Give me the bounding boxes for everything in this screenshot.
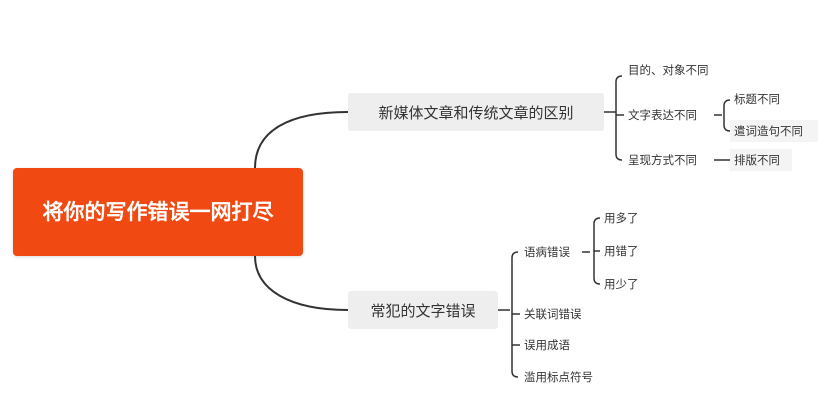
subtopic-label: 关联词错误 <box>524 307 582 321</box>
branch-label: 新媒体文章和传统文章的区别 <box>378 103 574 122</box>
subtopic-node[interactable]: 文字表达不同 <box>624 104 714 126</box>
detail-node[interactable]: 排版不同 <box>730 149 792 171</box>
detail-node[interactable]: 标题不同 <box>730 88 796 110</box>
detail-label: 标题不同 <box>734 92 780 106</box>
detail-node[interactable]: 用少了 <box>600 273 652 295</box>
subtopic-label: 误用成语 <box>524 338 570 352</box>
detail-node[interactable]: 遣词造句不同 <box>730 120 818 142</box>
subtopic-label: 目的、对象不同 <box>628 63 709 77</box>
detail-node[interactable]: 用多了 <box>600 207 652 229</box>
root-node[interactable]: 将你的写作错误一网打尽 <box>13 168 303 256</box>
subtopic-node[interactable]: 呈现方式不同 <box>624 149 714 171</box>
detail-label: 排版不同 <box>734 153 780 167</box>
subtopic-label: 文字表达不同 <box>628 108 697 122</box>
subtopic-label: 语病错误 <box>524 245 570 259</box>
branch-label: 常犯的文字错误 <box>370 301 476 320</box>
subtopic-node[interactable]: 误用成语 <box>520 334 582 356</box>
branch-node-difference[interactable]: 新媒体文章和传统文章的区别 <box>348 93 604 131</box>
connector-b1c2-bracket <box>723 99 731 132</box>
detail-label: 用少了 <box>604 277 639 291</box>
connector-root-branch-1 <box>254 111 349 169</box>
subtopic-label: 滥用标点符号 <box>524 370 593 384</box>
detail-label: 遣词造句不同 <box>734 124 803 138</box>
subtopic-node[interactable]: 目的、对象不同 <box>624 59 724 81</box>
subtopic-label: 呈现方式不同 <box>628 153 697 167</box>
branch-node-common-errors[interactable]: 常犯的文字错误 <box>348 291 498 329</box>
connector-b1-bracket <box>615 75 623 161</box>
detail-label: 用错了 <box>604 244 639 258</box>
detail-label: 用多了 <box>604 211 639 225</box>
subtopic-node[interactable]: 语病错误 <box>520 241 582 263</box>
subtopic-node[interactable]: 关联词错误 <box>520 303 596 325</box>
detail-node[interactable]: 用错了 <box>600 240 652 262</box>
subtopic-node[interactable]: 滥用标点符号 <box>520 366 608 388</box>
root-title: 将你的写作错误一网打尽 <box>42 200 274 224</box>
connector-root-branch-2 <box>254 255 349 311</box>
